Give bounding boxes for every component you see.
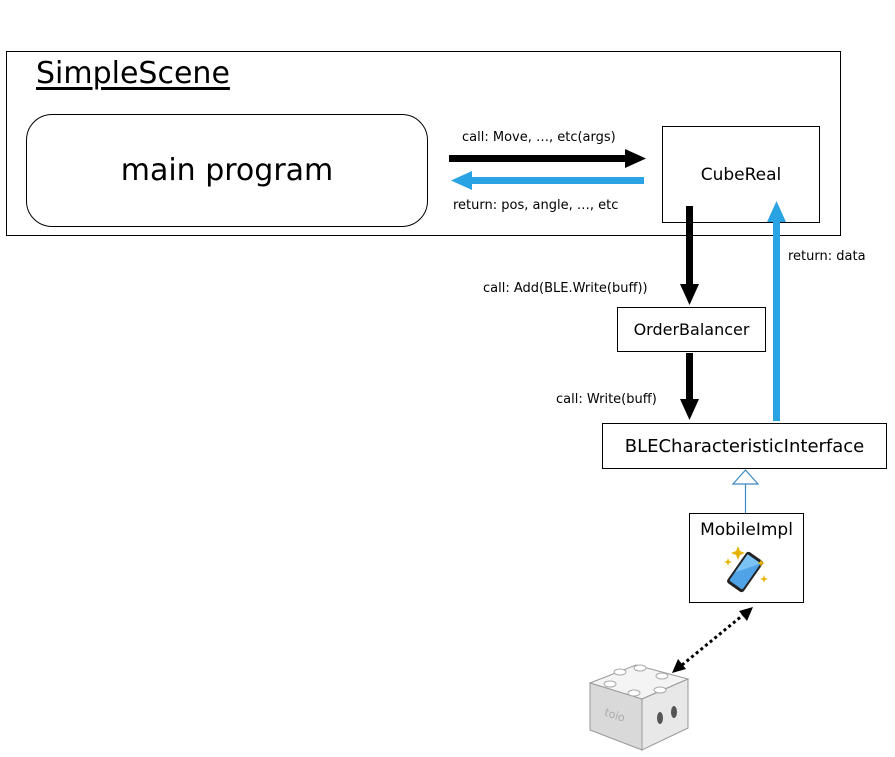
- smartphone-icon: [727, 551, 763, 593]
- inheritance-arrow: [731, 469, 760, 513]
- return-arrow-up: [767, 201, 786, 421]
- return-pos-label: return: pos, angle, …, etc: [453, 198, 619, 213]
- return-arrow-left: [451, 171, 644, 190]
- scene-frame: [6, 51, 841, 236]
- main-program-node: main program: [26, 114, 428, 227]
- order-balancer-node: OrderBalancer: [617, 307, 766, 352]
- toio-cube-icon: toio: [588, 664, 690, 751]
- mobile-impl-label: MobileImpl: [700, 520, 793, 540]
- scene-title: SimpleScene: [36, 56, 230, 91]
- call-move-label: call: Move, …, etc(args): [462, 130, 616, 145]
- return-data-label: return: data: [788, 249, 866, 264]
- ble-interface-node: BLECharacteristicInterface: [602, 423, 887, 469]
- call-arrow-right: [449, 149, 646, 168]
- bluetooth-link-arrow: [672, 607, 753, 673]
- cube-logo-text: toio: [603, 706, 627, 725]
- sparkle-icons: [724, 546, 768, 583]
- call-write-label: call: Write(buff): [556, 392, 657, 407]
- call-arrow-down-to-order: [680, 206, 699, 305]
- call-add-label: call: Add(BLE.Write(buff)): [483, 281, 648, 296]
- call-arrow-down-to-ble: [680, 353, 699, 420]
